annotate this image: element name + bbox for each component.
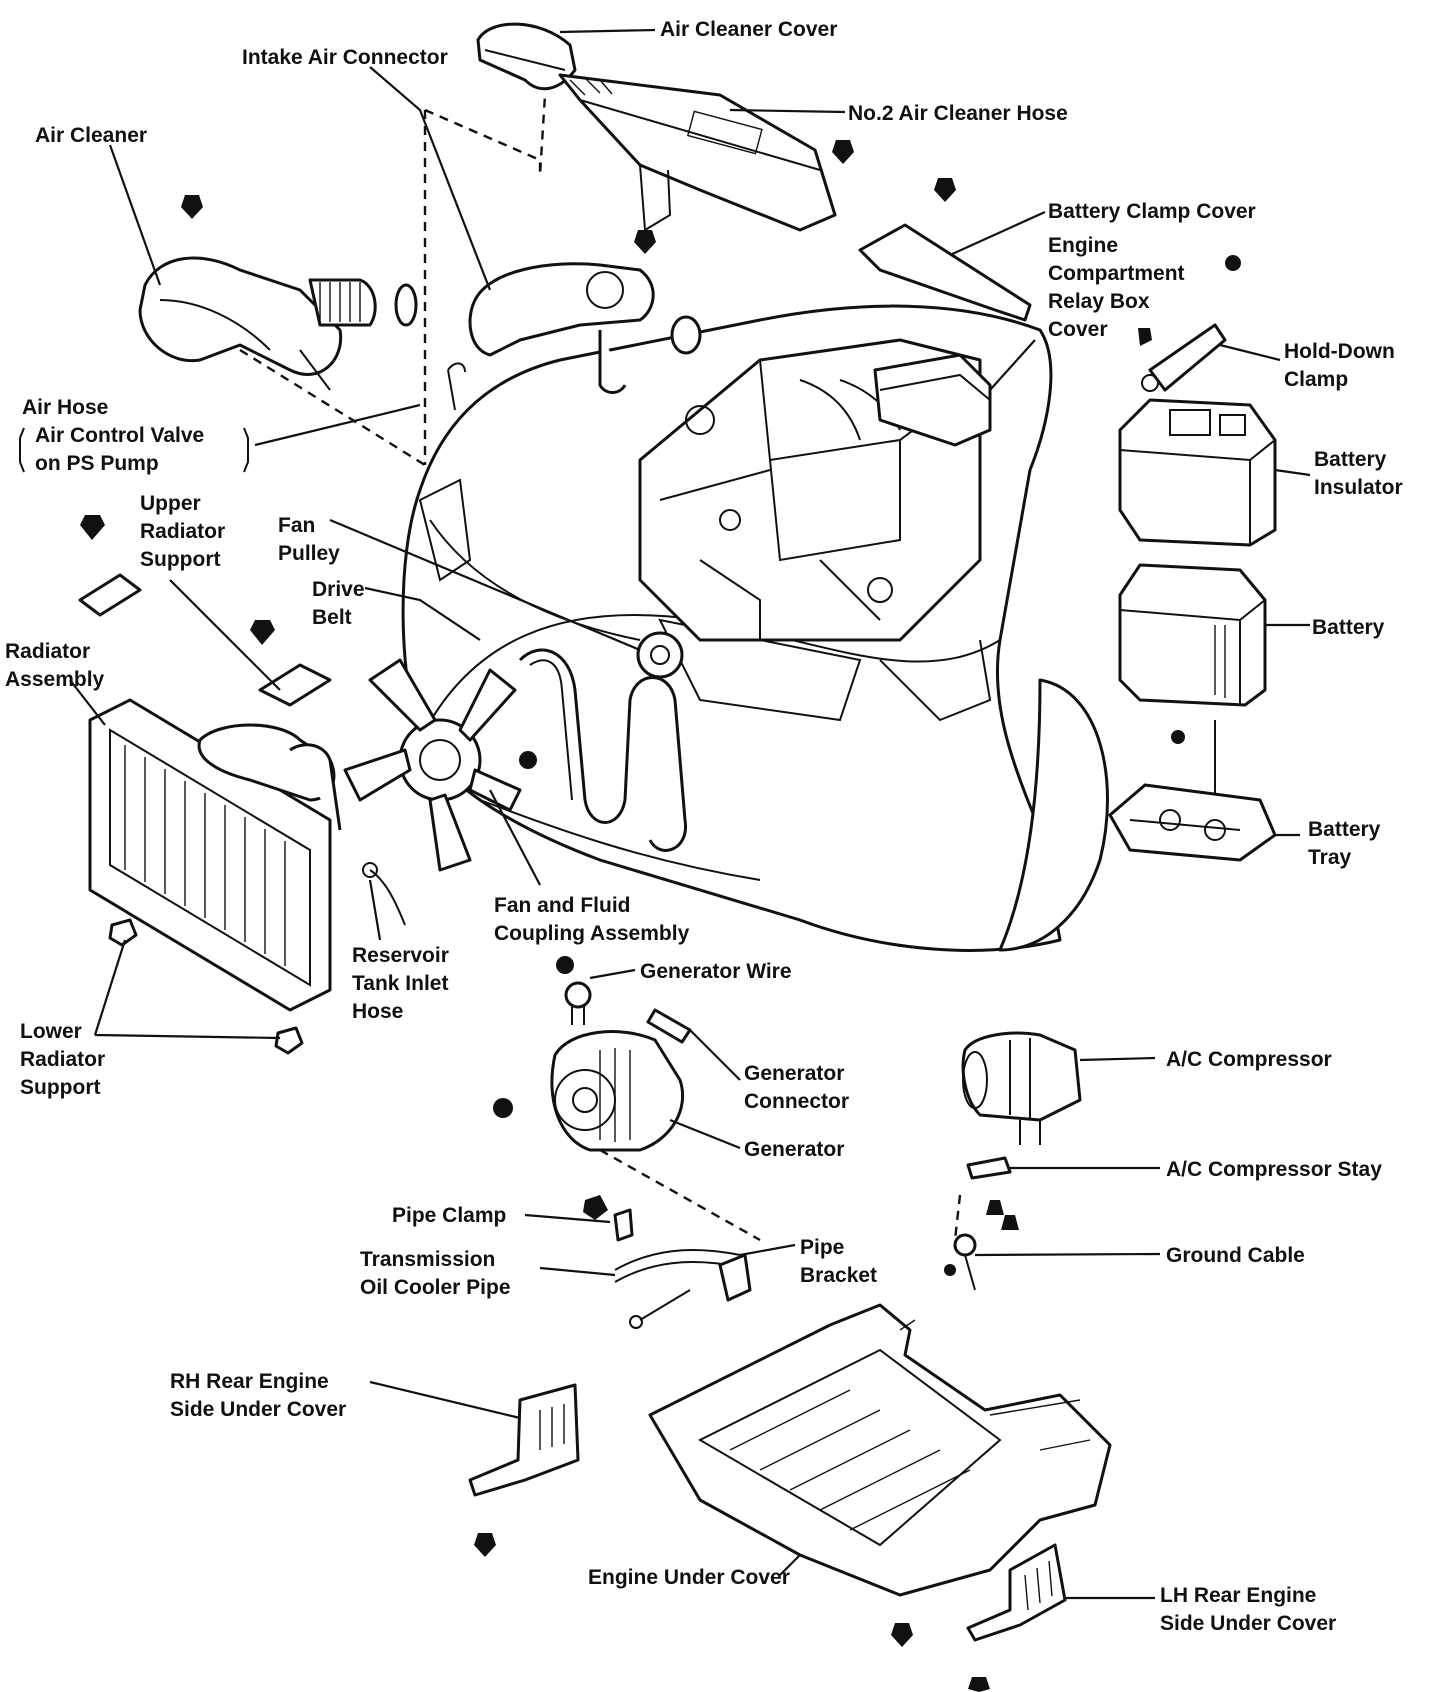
battery-clamp-cover-part [858, 223, 1032, 322]
pipe-bracket-part [718, 1253, 752, 1302]
label-oil-cooler-pipe-line1: Transmission [360, 1248, 495, 1271]
label-battery-tray-line2: Tray [1308, 846, 1352, 869]
fasteners [181, 140, 1241, 411]
battery-part [1118, 563, 1267, 800]
air-cleaner-cover-part [476, 22, 577, 91]
callout-labels: Air Cleaner Cover Intake Air Connector N… [5, 18, 1403, 1635]
label-air-hose-line1: Air Hose [22, 396, 108, 419]
label-lower-radiator-support-line1: Lower [20, 1020, 82, 1043]
label-pipe-bracket-line2: Bracket [800, 1264, 877, 1287]
label-radiator-assembly-line1: Radiator [5, 640, 90, 663]
label-lh-rear-cover-line1: LH Rear Engine [1160, 1584, 1316, 1607]
leader-lines [69, 28, 1311, 1600]
air-hose-bracket-right [243, 427, 249, 473]
label-oil-cooler-pipe-line2: Oil Cooler Pipe [360, 1276, 511, 1299]
label-upper-radiator-support-line1: Upper [140, 492, 201, 515]
rh-rear-engine-side-under-cover-part [468, 1383, 580, 1557]
label-relay-box-cover-line3: Relay Box [1048, 290, 1150, 313]
lh-rear-engine-side-under-cover-part [891, 1543, 1067, 1692]
dashed-guide-lines [239, 94, 547, 467]
label-relay-box-cover-line4: Cover [1048, 318, 1108, 341]
generator-dashed-line [599, 1148, 761, 1242]
label-radiator-assembly-line2: Assembly [5, 668, 105, 691]
label-lower-radiator-support-line3: Support [20, 1076, 100, 1099]
label-upper-radiator-support-line3: Support [140, 548, 220, 571]
label-ac-compressor-stay: A/C Compressor Stay [1166, 1158, 1382, 1181]
engine-under-cover-part [648, 1303, 1112, 1597]
label-ground-cable: Ground Cable [1166, 1244, 1305, 1267]
label-fan-pulley-line1: Fan [278, 514, 315, 537]
label-lower-radiator-support-line2: Radiator [20, 1048, 105, 1071]
label-reservoir-hose-line1: Reservoir [352, 944, 449, 967]
fan-and-fluid-coupling-part [343, 658, 537, 872]
label-hold-down-clamp-line2: Clamp [1284, 368, 1348, 391]
ac-compressor-stay-part [966, 1156, 1012, 1180]
label-reservoir-hose-line2: Tank Inlet [352, 972, 448, 995]
label-relay-box-cover-line1: Engine [1048, 234, 1118, 257]
label-battery-clamp-cover: Battery Clamp Cover [1048, 200, 1256, 223]
label-fan-pulley-line2: Pulley [278, 542, 340, 565]
label-generator-connector-line2: Connector [744, 1090, 849, 1113]
label-fan-coupling-line2: Coupling Assembly [494, 922, 690, 945]
label-drive-belt-line2: Belt [312, 606, 352, 629]
lower-radiator-support-part [108, 918, 304, 1055]
generator-part [493, 1030, 685, 1152]
label-fan-coupling-line1: Fan and Fluid [494, 894, 631, 917]
label-intake-air-connector: Intake Air Connector [242, 46, 448, 69]
label-pipe-bracket-line1: Pipe [800, 1236, 844, 1259]
label-lh-rear-cover-line2: Side Under Cover [1160, 1612, 1336, 1635]
reservoir-tank-inlet-hose-part [362, 862, 406, 926]
intake-air-connector-part [468, 262, 702, 394]
no2-air-cleaner-hose-part [558, 73, 837, 232]
pipe-clamp-part [583, 1195, 634, 1242]
generator-wire-part [556, 956, 592, 1025]
radiator-assembly-part [88, 698, 342, 1012]
label-ac-compressor: A/C Compressor [1166, 1048, 1332, 1071]
label-engine-under-cover: Engine Under Cover [588, 1566, 790, 1589]
label-battery: Battery [1312, 616, 1385, 639]
hold-down-clamp-part [1141, 323, 1227, 392]
ac-compressor-part [961, 1031, 1082, 1145]
label-rh-rear-cover-line2: Side Under Cover [170, 1398, 346, 1421]
generator-connector-part [646, 1008, 692, 1044]
label-generator-connector-line1: Generator [744, 1062, 844, 1085]
air-hose-bracket-left [19, 427, 25, 473]
upper-radiator-support-part [78, 515, 332, 707]
label-battery-insulator-line2: Insulator [1314, 476, 1403, 499]
label-drive-belt-line1: Drive [312, 578, 365, 601]
label-air-hose-line2: Air Control Valve [35, 424, 204, 447]
label-battery-insulator-line1: Battery [1314, 448, 1387, 471]
label-air-cleaner: Air Cleaner [35, 124, 147, 147]
transmission-oil-cooler-pipe-part [614, 1249, 741, 1329]
label-battery-tray-line1: Battery [1308, 818, 1381, 841]
label-hold-down-clamp-line1: Hold-Down [1284, 340, 1395, 363]
label-generator-wire: Generator Wire [640, 960, 792, 983]
label-upper-radiator-support-line2: Radiator [140, 520, 225, 543]
label-pipe-clamp: Pipe Clamp [392, 1204, 506, 1227]
label-air-hose-line3: on PS Pump [35, 452, 159, 475]
battery-tray-part [1108, 783, 1277, 862]
label-generator: Generator [744, 1138, 844, 1161]
label-rh-rear-cover-line1: RH Rear Engine [170, 1370, 329, 1393]
label-no2-air-cleaner-hose: No.2 Air Cleaner Hose [848, 102, 1068, 125]
vehicle-body-drawing [401, 304, 1109, 952]
ground-cable-part [944, 1194, 1019, 1291]
battery-insulator-part [1118, 398, 1277, 547]
air-cleaner-part [138, 256, 418, 391]
label-relay-box-cover-line2: Compartment [1048, 262, 1185, 285]
label-air-cleaner-cover: Air Cleaner Cover [660, 18, 837, 41]
label-reservoir-hose-line3: Hose [352, 1000, 403, 1023]
